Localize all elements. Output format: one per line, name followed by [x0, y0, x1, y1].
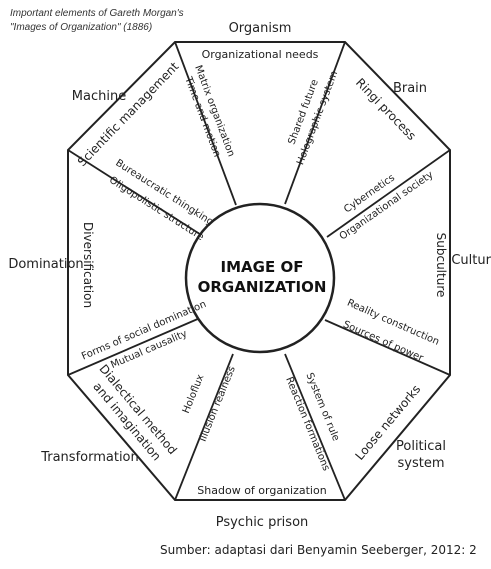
- metaphor-political-line-1: Political: [396, 439, 446, 454]
- metaphor-culture: Culture: [451, 253, 491, 268]
- spoke-se: [324, 319, 451, 376]
- center-title-line-1: IMAGE OF: [221, 258, 304, 276]
- caption-line-2: "Images of Organization" (1886): [10, 22, 152, 33]
- metaphor-psychic-prison: Psychic prison: [216, 515, 309, 530]
- metaphor-political-line-2: system: [398, 456, 445, 471]
- label-scientific-management: Scientific management: [75, 59, 182, 169]
- spoke-n-left: [174, 41, 237, 206]
- metaphor-transformation: Transformation: [40, 450, 139, 465]
- spoke-nw: [67, 149, 207, 239]
- metaphor-brain: Brain: [393, 81, 427, 96]
- label-diversification: Diversification: [81, 222, 95, 308]
- center-title-line-2: ORGANIZATION: [198, 278, 327, 296]
- label-organizational-needs: Organizational needs: [202, 48, 319, 61]
- spoke-n-right: [284, 41, 346, 205]
- spoke-s-right: [284, 353, 346, 501]
- spoke-ne: [326, 149, 451, 238]
- metaphor-organism: Organism: [229, 21, 292, 36]
- label-shadow-of-organization: Shadow of organization: [197, 484, 326, 497]
- source-note: Sumber: adaptasi dari Benyamin Seeberger…: [160, 543, 477, 557]
- spokes: [67, 41, 451, 501]
- label-holoflux: Holoflux: [181, 373, 207, 415]
- spoke-sw: [67, 317, 201, 376]
- center-circle: [184, 202, 336, 354]
- metaphor-domination: Domination: [8, 257, 83, 272]
- label-subculture: Subculture: [434, 233, 448, 298]
- caption-line-1: Important elements of Gareth Morgan's: [10, 8, 184, 19]
- spoke-s-left: [174, 353, 234, 501]
- metaphor-machine: Machine: [72, 89, 126, 104]
